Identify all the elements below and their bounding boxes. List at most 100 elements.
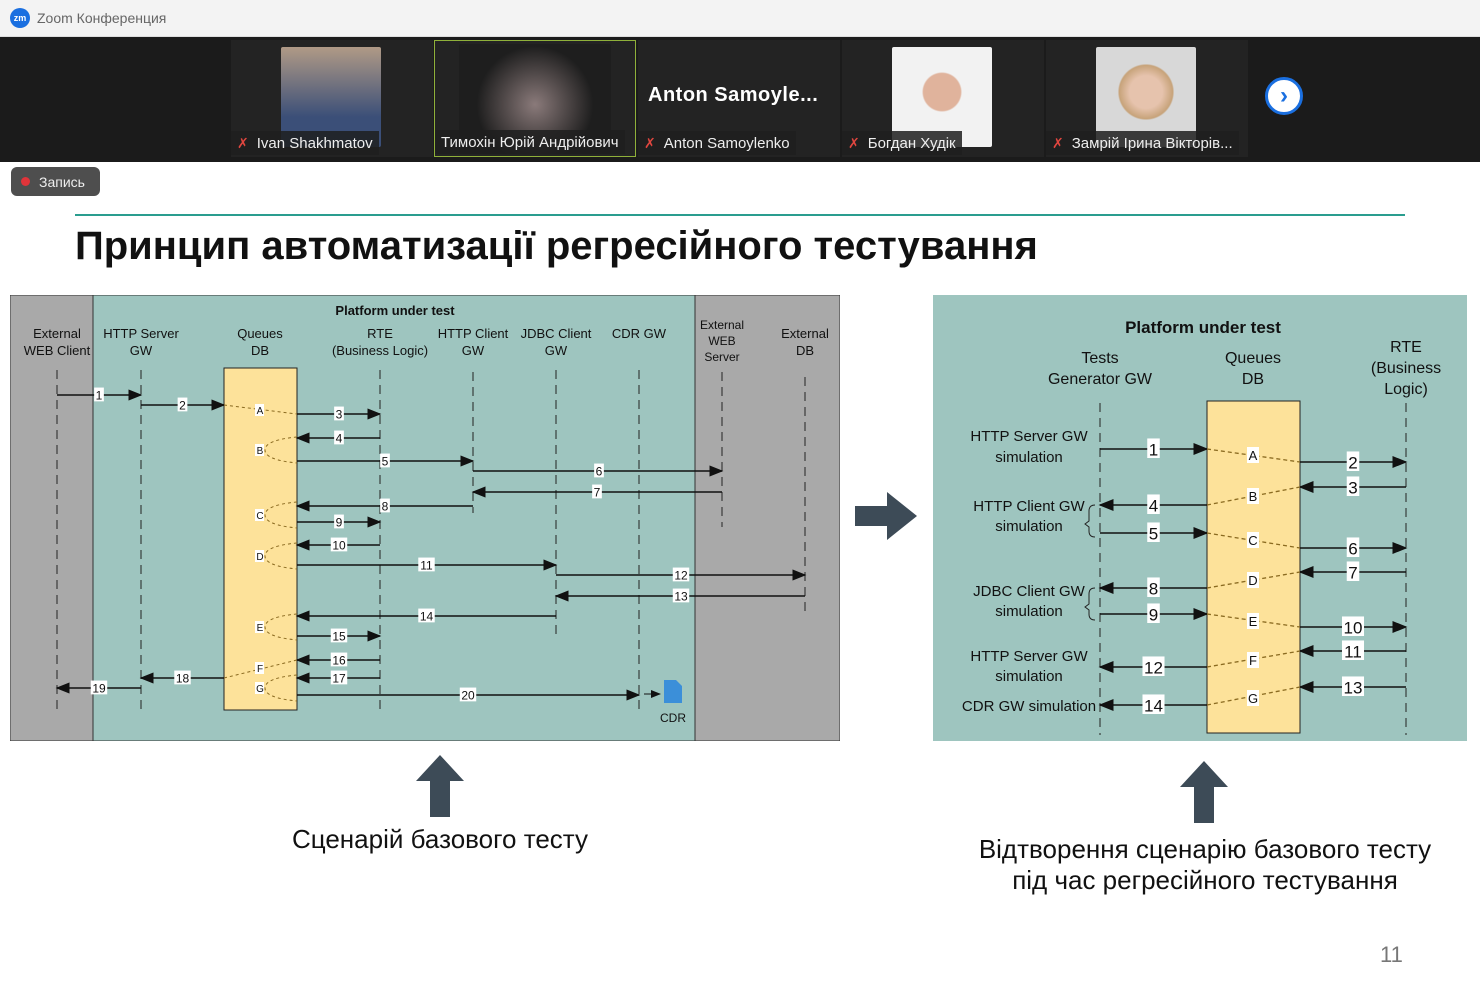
message-number-bg: [1346, 561, 1360, 582]
lane-label: DB: [251, 343, 269, 358]
participant-name: Anton Samoylenko: [663, 134, 790, 152]
window-title: Zoom Конференция: [37, 10, 167, 26]
caption-left: Сценарій базового тесту: [291, 824, 589, 854]
queue-state-bg: [255, 662, 264, 674]
message-number: 8: [1149, 579, 1158, 598]
message-number-bg: [1142, 694, 1165, 715]
message-number: 1: [96, 389, 103, 403]
message-number: 1: [1149, 440, 1158, 459]
platform-title: Platform under test: [335, 303, 455, 318]
lane-label: Logic): [1384, 381, 1428, 398]
caption-right-line1: Відтворення сценарію базового тесту: [978, 834, 1432, 864]
message-number-bg: [459, 687, 477, 702]
queue-state-bg: [255, 509, 264, 521]
message-number: 2: [179, 399, 186, 413]
queue-state-bg: [1247, 447, 1259, 463]
queue-state-label: E: [257, 623, 264, 634]
participant-tile[interactable]: ✗Богдан Худік: [842, 40, 1044, 157]
queue-link: [1206, 486, 1301, 506]
muted-mic-icon: ✗: [848, 134, 860, 151]
message-number: 9: [336, 516, 343, 530]
queue-state-bg: [1247, 572, 1259, 588]
message-number-bg: [330, 652, 348, 667]
message-number-bg: [672, 567, 690, 582]
lane-label: (Business: [1371, 360, 1441, 377]
message-number-bg: [330, 670, 348, 685]
message-number: 14: [1144, 696, 1163, 715]
message-number: 5: [1149, 524, 1158, 543]
message-number-bg: [418, 557, 435, 572]
simulation-label: CDR GW simulation: [962, 698, 1096, 715]
message-number: 9: [1149, 605, 1158, 624]
message-number: 10: [1344, 618, 1363, 637]
message-number-bg: [177, 397, 188, 412]
participant-video: [281, 47, 381, 147]
cdr-document-icon: [664, 680, 682, 703]
simulation-label: HTTP Client GW: [973, 498, 1085, 515]
queue-state-label: G: [1248, 691, 1258, 706]
window-titlebar: zm Zoom Конференция: [0, 0, 1480, 37]
message-number-bg: [330, 628, 348, 643]
lane-label: GW: [130, 343, 153, 358]
participant-name: Ivan Shakhmatov: [256, 134, 373, 152]
message-number: 7: [594, 486, 601, 500]
participant-tile[interactable]: ✗Замрій Ірина Вікторів...: [1046, 40, 1248, 157]
message-number-bg: [1147, 603, 1160, 624]
message-number: 16: [332, 654, 346, 668]
message-number-bg: [174, 670, 191, 685]
participant-name-tag: ✗ Ivan Shakhmatov: [231, 131, 379, 155]
next-participants-button[interactable]: ›: [1265, 77, 1303, 115]
queue-link: [264, 613, 298, 641]
message-number-bg: [1346, 476, 1360, 497]
message-number: 6: [1348, 539, 1357, 558]
queue-link: [264, 501, 298, 529]
queue-state-label: D: [256, 552, 263, 563]
message-number-bg: [1147, 577, 1160, 598]
message-number: 14: [420, 610, 434, 624]
queue-state-bg: [255, 621, 264, 633]
bracket: [1084, 504, 1096, 538]
lane-label: RTE: [367, 326, 393, 341]
message-number-bg: [1341, 676, 1365, 697]
queue-state-label: F: [257, 664, 263, 675]
queue-state-label: B: [1249, 489, 1258, 504]
queue-link: [1206, 613, 1301, 628]
message-number: 17: [332, 672, 346, 686]
queue-state-label: C: [1248, 533, 1257, 548]
lane-label: Tests: [1081, 350, 1118, 367]
message-number: 12: [1144, 658, 1163, 677]
lane-label: HTTP Client: [438, 326, 509, 341]
queue-state-bg: [1247, 690, 1259, 706]
queue-state-label: G: [256, 684, 264, 695]
lane-label: Generator GW: [1048, 371, 1153, 388]
message-number-bg: [1346, 451, 1360, 472]
lane-label: External: [781, 326, 829, 341]
cdr-label: CDR: [660, 711, 686, 725]
bracket: [1084, 587, 1096, 621]
title-rule: [75, 214, 1405, 216]
queue-state-bg: [1247, 613, 1259, 629]
message-number-bg: [1147, 494, 1160, 515]
up-arrow-icon: [416, 755, 464, 817]
queue-state-bg: [255, 682, 264, 694]
participant-tile[interactable]: ✗ Ivan Shakhmatov: [231, 40, 433, 157]
message-number: 13: [1344, 678, 1363, 697]
message-number-bg: [380, 453, 390, 468]
message-number-bg: [1142, 656, 1165, 677]
message-number: 13: [674, 590, 688, 604]
queue-state-bg: [1247, 488, 1259, 504]
participant-tile-active[interactable]: Тимохін Юрій Андрійович: [434, 40, 636, 157]
participant-tile[interactable]: Anton Samoyle... ✗Anton Samoylenko: [638, 40, 840, 157]
queue-state-label: F: [1249, 653, 1257, 668]
up-arrow-icon: [1180, 761, 1228, 823]
queue-state-bg: [255, 444, 264, 456]
queue-state-label: A: [257, 406, 264, 417]
message-number-bg: [94, 387, 104, 402]
caption-right-line2: під час регресійного тестування: [1012, 865, 1398, 895]
message-number: 8: [382, 500, 389, 514]
muted-mic-icon: ✗: [237, 134, 249, 151]
recording-indicator[interactable]: Запись: [11, 167, 100, 196]
message-number: 2: [1348, 453, 1357, 472]
